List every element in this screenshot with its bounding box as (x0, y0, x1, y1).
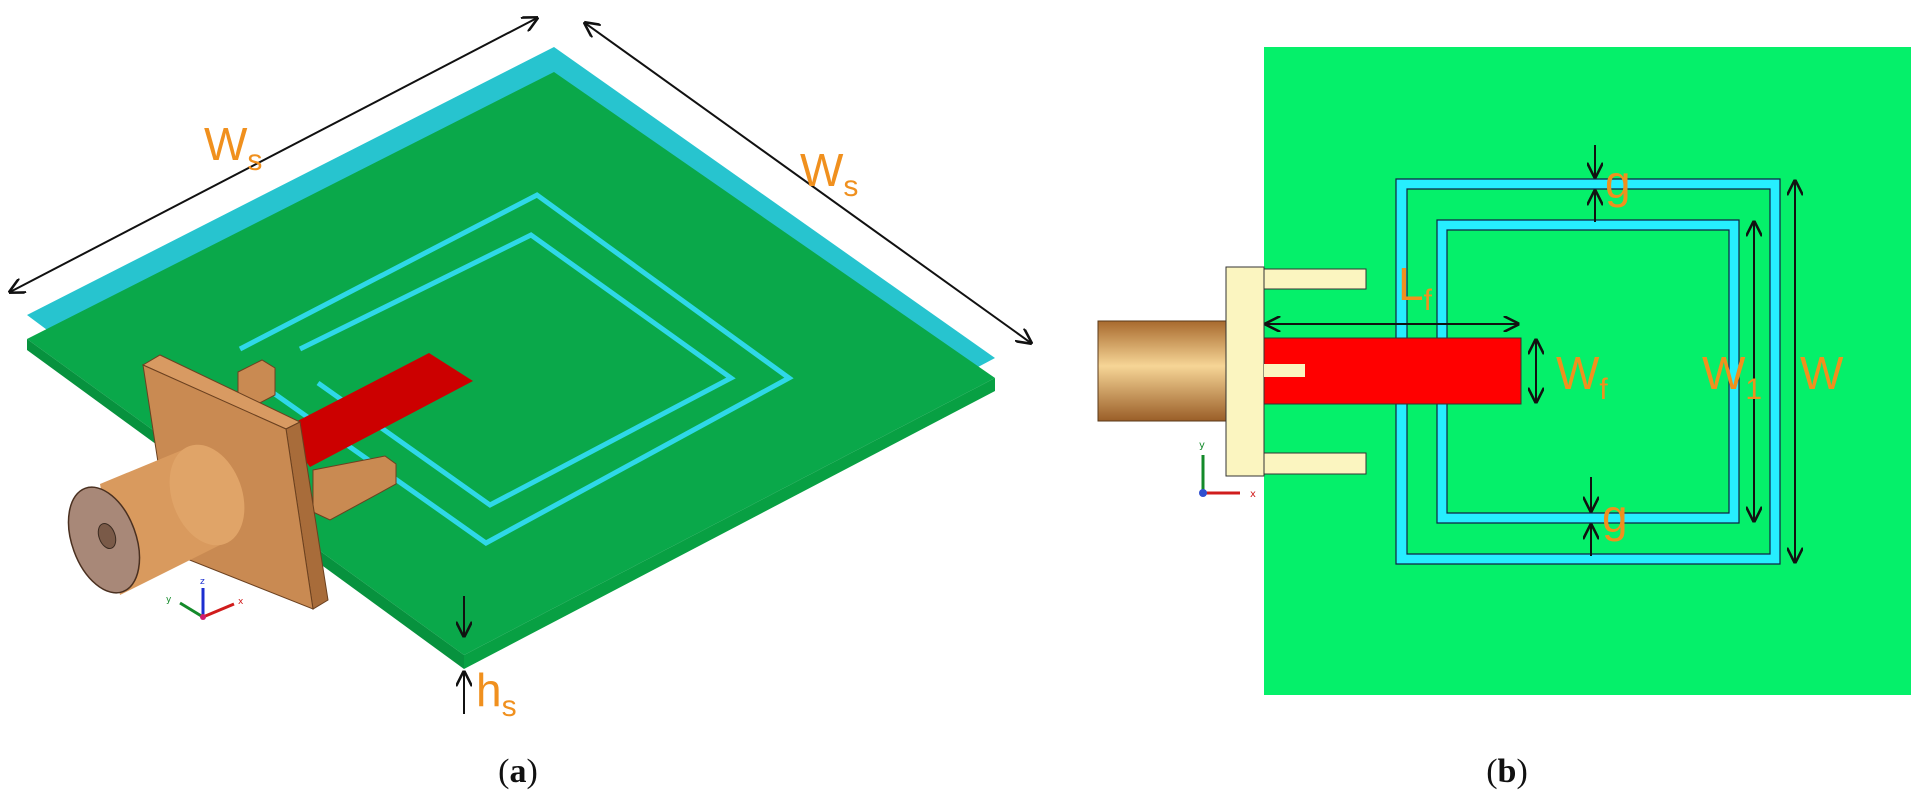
g-bottom-label: g (1602, 490, 1628, 542)
connector-flange-top-view (1225, 266, 1265, 477)
panel-b-top-view: y x Lf Wf W1 W g g (b) (1097, 47, 1911, 790)
connector-pin-top-view-upper (1263, 268, 1367, 290)
ws-right-dimension-arrow (585, 23, 1031, 343)
feed-slot-top-view (1264, 364, 1305, 377)
coax-body-top-view (1097, 320, 1228, 422)
feed-line-top-view (1263, 337, 1522, 405)
outer-ring-top-view (1395, 178, 1781, 565)
w1-label: W1 (1702, 347, 1762, 406)
feed-line (282, 353, 473, 467)
panel-a-isometric-view: z y x Ws Ws hs (a) (10, 18, 1031, 790)
g-top-label: g (1605, 156, 1631, 208)
svg-text:y: y (1199, 440, 1205, 451)
ws-left-dimension-arrow (10, 18, 537, 292)
coax-body-end (169, 444, 245, 546)
coax-center-pin (97, 522, 117, 550)
svg-text:y: y (166, 595, 172, 605)
w-label: W (1800, 347, 1844, 399)
svg-text:x: x (1250, 489, 1256, 500)
hs-label: hs (476, 664, 517, 723)
caption-a: (a) (498, 753, 538, 790)
ws-right-label: Ws (800, 144, 858, 203)
svg-text:z: z (200, 577, 205, 587)
inner-ring-top-view (1436, 219, 1740, 524)
caption-b: (b) (1486, 753, 1528, 790)
substrate-side-right (464, 378, 995, 669)
ws-left-label: Ws (204, 118, 262, 177)
wf-label: Wf (1556, 347, 1608, 406)
svg-text:x: x (238, 597, 244, 607)
lf-label: Lf (1398, 258, 1433, 317)
axis-triad-b: y x (1199, 440, 1256, 500)
connector-pin-top-view-lower (1263, 452, 1367, 475)
axis-triad-a: z y x (166, 577, 244, 620)
